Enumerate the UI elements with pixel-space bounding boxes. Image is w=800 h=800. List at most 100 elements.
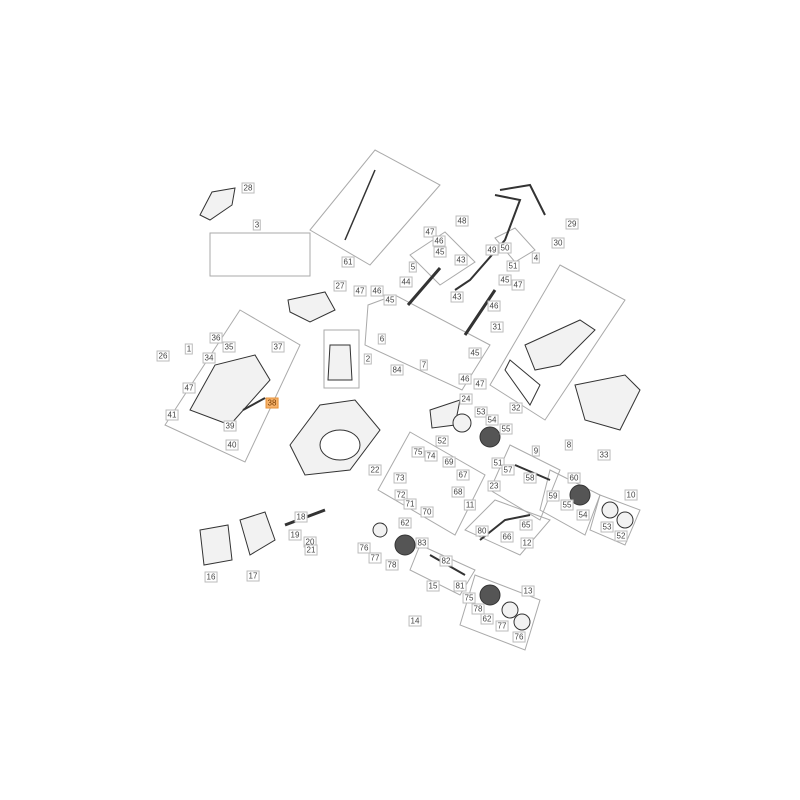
box-bag-32: [489, 264, 626, 421]
part-label-68: 68: [451, 486, 465, 498]
part-label-53: 53: [600, 521, 614, 533]
part-label-78: 78: [471, 603, 485, 615]
grass-bag-frame-32: [524, 319, 596, 371]
part-label-66: 66: [500, 531, 514, 543]
part-label-71: 71: [403, 498, 417, 510]
part-label-80: 80: [475, 525, 489, 537]
part-label-70: 70: [420, 506, 434, 518]
part-label-46: 46: [487, 300, 501, 312]
wheel-53: [601, 501, 619, 519]
part-label-43: 43: [450, 291, 464, 303]
part-label-45: 45: [383, 294, 397, 306]
part-label-6: 6: [377, 333, 387, 345]
part-label-44: 44: [399, 276, 413, 288]
box-11: [377, 431, 486, 536]
box-15: [409, 544, 476, 596]
part-label-46: 46: [432, 235, 446, 247]
part-label-59: 59: [546, 490, 560, 502]
part-label-57: 57: [501, 464, 515, 476]
cable-61: [344, 169, 376, 241]
part-label-49: 49: [485, 244, 499, 256]
part-label-55: 55: [499, 423, 513, 435]
part-label-16: 16: [204, 571, 218, 583]
part-label-29: 29: [565, 218, 579, 230]
part-label-75: 75: [411, 446, 425, 458]
box-motor-2: [323, 329, 360, 389]
part-label-19: 19: [288, 529, 302, 541]
box-12: [464, 499, 551, 556]
part-label-52: 52: [614, 530, 628, 542]
grass-bag-32: [504, 359, 541, 406]
part-label-74: 74: [424, 450, 438, 462]
part-label-58: 58: [523, 472, 537, 484]
part-label-65: 65: [519, 519, 533, 531]
part-label-14: 14: [408, 615, 422, 627]
part-label-17: 17: [246, 570, 260, 582]
part-label-11: 11: [463, 499, 477, 511]
part-label-45: 45: [433, 246, 447, 258]
part-label-7: 7: [419, 359, 429, 371]
part-label-53: 53: [474, 406, 488, 418]
part-label-72: 72: [394, 489, 408, 501]
part-label-51: 51: [491, 457, 505, 469]
wheel-76: [372, 522, 388, 538]
part-label-26: 26: [156, 350, 170, 362]
part-label-27: 27: [333, 280, 347, 292]
part-label-39: 39: [223, 420, 237, 432]
part-label-2: 2: [363, 353, 373, 365]
part-label-77: 77: [495, 620, 509, 632]
part-label-45: 45: [498, 274, 512, 286]
part-label-54: 54: [485, 414, 499, 426]
box-13: [459, 574, 541, 651]
part-label-78: 78: [385, 559, 399, 571]
part-label-31: 31: [490, 321, 504, 333]
part-label-62: 62: [398, 517, 412, 529]
part-label-36: 36: [209, 332, 223, 344]
deck-well: [319, 429, 361, 461]
box-axle-9: [489, 444, 561, 521]
part-label-52: 52: [435, 435, 449, 447]
handle-29: [499, 183, 546, 216]
handle-30: [454, 194, 522, 291]
part-label-15: 15: [426, 580, 440, 592]
part-label-43: 43: [454, 254, 468, 266]
part-label-50: 50: [498, 242, 512, 254]
part-label-41: 41: [165, 409, 179, 421]
motor-2: [327, 344, 353, 381]
part-label-76: 76: [357, 542, 371, 554]
part-label-83: 83: [415, 537, 429, 549]
part-label-45: 45: [468, 347, 482, 359]
wheel-55: [479, 426, 501, 448]
part-label-48: 48: [455, 215, 469, 227]
part-label-75: 75: [462, 592, 476, 604]
part-label-47: 47: [511, 279, 525, 291]
housing-1: [189, 354, 271, 426]
part-label-40: 40: [225, 439, 239, 451]
part-label-9: 9: [531, 445, 541, 457]
part-label-21: 21: [304, 544, 318, 556]
battery-16: [199, 524, 233, 566]
part-label-38: 38: [265, 397, 279, 409]
wheel-77: [501, 601, 519, 619]
part-label-1: 1: [184, 343, 194, 355]
wheel-54: [569, 484, 591, 506]
part-label-60: 60: [567, 472, 581, 484]
handle-tube-44: [406, 267, 442, 306]
part-label-22: 22: [368, 464, 382, 476]
part-label-33: 33: [597, 449, 611, 461]
box-handle-cable-61: [309, 149, 441, 266]
part-label-81: 81: [453, 580, 467, 592]
part-label-32: 32: [509, 402, 523, 414]
part-label-35: 35: [222, 341, 236, 353]
part-label-46: 46: [458, 373, 472, 385]
part-label-76: 76: [512, 631, 526, 643]
part-label-67: 67: [456, 469, 470, 481]
part-label-54: 54: [576, 509, 590, 521]
wheel-76b: [513, 613, 531, 631]
part-label-24: 24: [459, 393, 473, 405]
part-label-10: 10: [624, 489, 638, 501]
charger-17: [239, 511, 276, 556]
wheel-62: [394, 534, 416, 556]
part-label-51: 51: [506, 260, 520, 272]
wheel-52b: [616, 511, 634, 529]
